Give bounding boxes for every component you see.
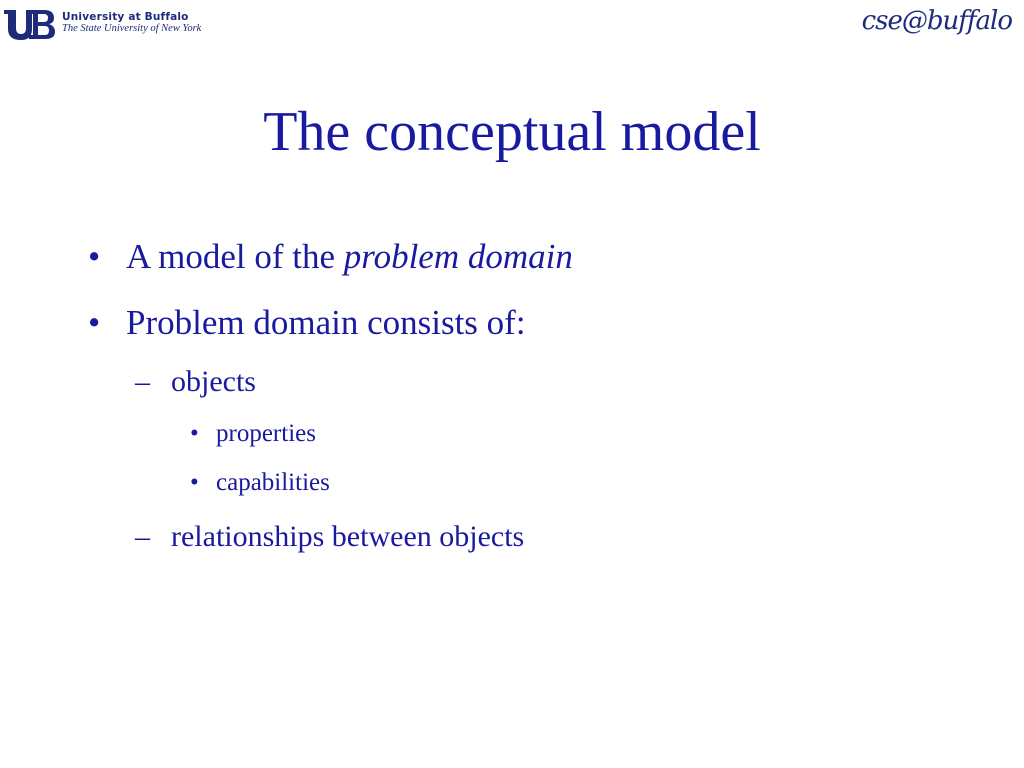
- sub-bullet-text: objects: [171, 365, 256, 398]
- dash-marker: –: [135, 520, 150, 553]
- bullet-marker: •: [88, 303, 101, 342]
- bullet-marker: •: [190, 469, 199, 496]
- bullet-marker: •: [190, 420, 199, 447]
- ub-monogram-icon: [4, 10, 55, 40]
- slide-title: The conceptual model: [263, 101, 761, 163]
- bullet-item: • A model of the problem domain: [88, 236, 573, 278]
- sub-sub-bullet-text: properties: [216, 420, 316, 447]
- sub-bullet-text: relationships between objects: [171, 520, 525, 553]
- cse-buffalo-logo: cse@buffalo: [852, 2, 1013, 54]
- sub-sub-bullet-item: • capabilities: [190, 468, 330, 498]
- university-at-buffalo-logo: University at Buffalo The State Universi…: [2, 6, 202, 42]
- dash-marker: –: [135, 365, 150, 398]
- sub-sub-bullet-item: • properties: [190, 419, 316, 449]
- bullet-text: Problem domain consists of:: [126, 303, 526, 342]
- ub-subtitle-text: The State University of New York: [62, 22, 202, 34]
- bullet-marker: •: [88, 237, 101, 276]
- bullet-text: A model of the: [126, 237, 344, 276]
- sub-bullet-item: –relationships between objects: [135, 519, 524, 555]
- sub-bullet-item: –objects: [135, 364, 256, 400]
- bullet-emphasis: problem domain: [343, 237, 573, 276]
- bullet-item: • Problem domain consists of:: [88, 302, 526, 344]
- sub-sub-bullet-text: capabilities: [216, 469, 330, 496]
- ub-name-text: University at Buffalo: [62, 11, 189, 23]
- cse-buffalo-wordmark: cse@buffalo: [861, 6, 1013, 36]
